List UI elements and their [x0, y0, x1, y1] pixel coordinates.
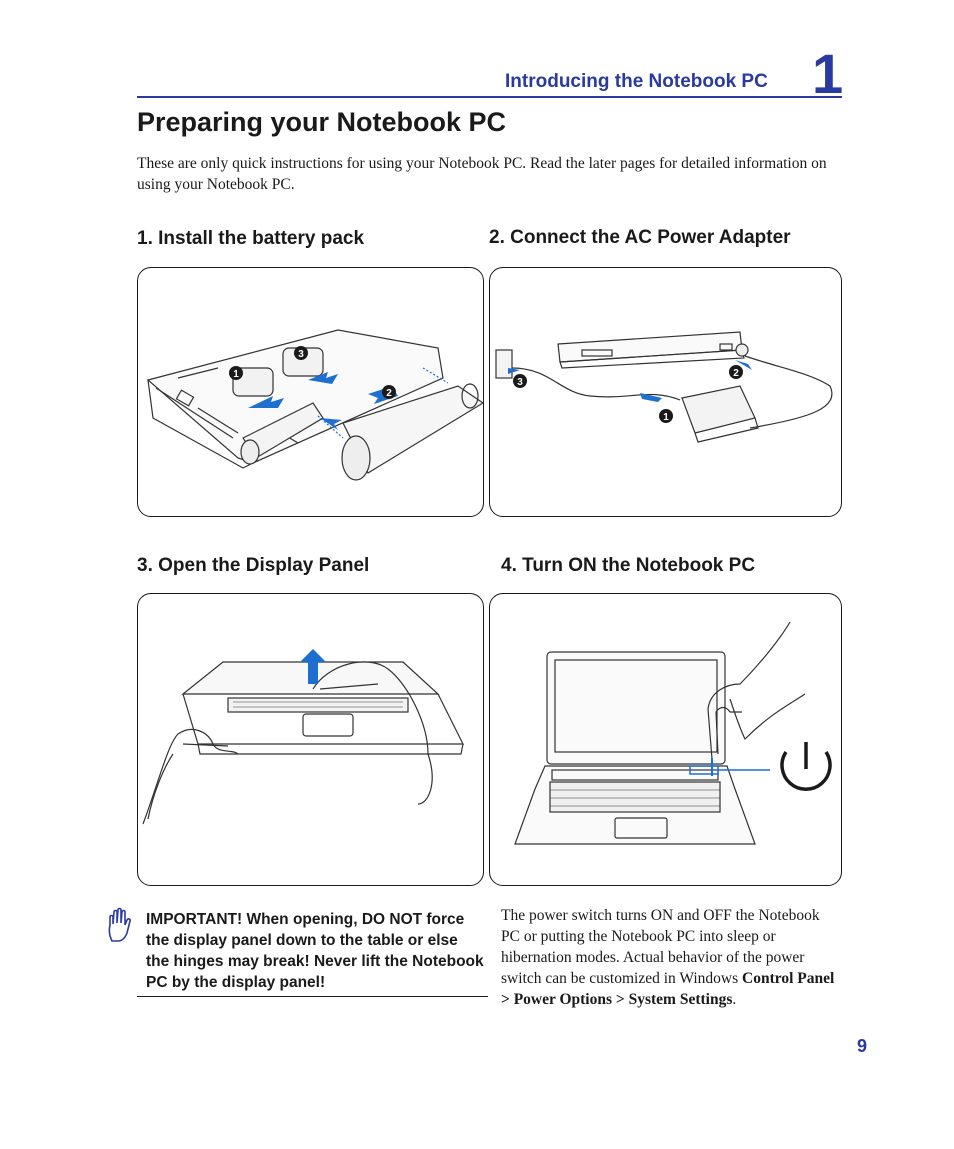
important-note: IMPORTANT! When opening, DO NOT force th…	[146, 911, 484, 991]
power-description-text: The power switch turns ON and OFF the No…	[501, 907, 820, 987]
step-3-heading: 3. Open the Display Panel	[137, 555, 370, 576]
step-1-heading: 1. Install the battery pack	[137, 228, 365, 249]
battery-install-illustration: 1 2 3	[146, 329, 485, 481]
callout-1: 1	[663, 412, 669, 423]
header-rule	[137, 96, 842, 98]
raised-hand-icon	[106, 907, 134, 943]
power-icon	[780, 742, 832, 792]
power-description-path: Control Panel > Power Options > System S…	[501, 970, 835, 1008]
power-description: The power switch turns ON and OFF the No…	[501, 905, 841, 1010]
callout-2: 2	[733, 368, 739, 379]
page-title: Preparing your Notebook PC	[137, 107, 507, 137]
open-display-illustration-panel	[137, 593, 484, 886]
power-description-end: .	[732, 991, 737, 1008]
step-4-heading: 4. Turn ON the Notebook PC	[501, 555, 756, 576]
ac-adapter-illustration: 1 2 3	[495, 331, 833, 443]
callout-3: 3	[298, 349, 304, 360]
step-2-heading: 2. Connect the AC Power Adapter	[489, 227, 791, 248]
intro-paragraph: These are only quick instructions for us…	[137, 155, 827, 193]
callout-1: 1	[233, 369, 239, 380]
open-display-illustration	[142, 649, 464, 825]
callout-3: 3	[517, 377, 523, 388]
callout-2: 2	[386, 388, 392, 399]
ac-adapter-illustration-panel: 1 2 3	[489, 267, 842, 517]
chapter-number: 1	[812, 42, 844, 105]
battery-illustration-panel: 1 2 3	[137, 267, 485, 517]
page-number: 9	[857, 1036, 868, 1056]
note-divider	[137, 996, 488, 997]
chapter-title: Introducing the Notebook PC	[505, 71, 768, 92]
turn-on-illustration-panel	[489, 593, 842, 886]
turn-on-illustration	[514, 621, 832, 845]
